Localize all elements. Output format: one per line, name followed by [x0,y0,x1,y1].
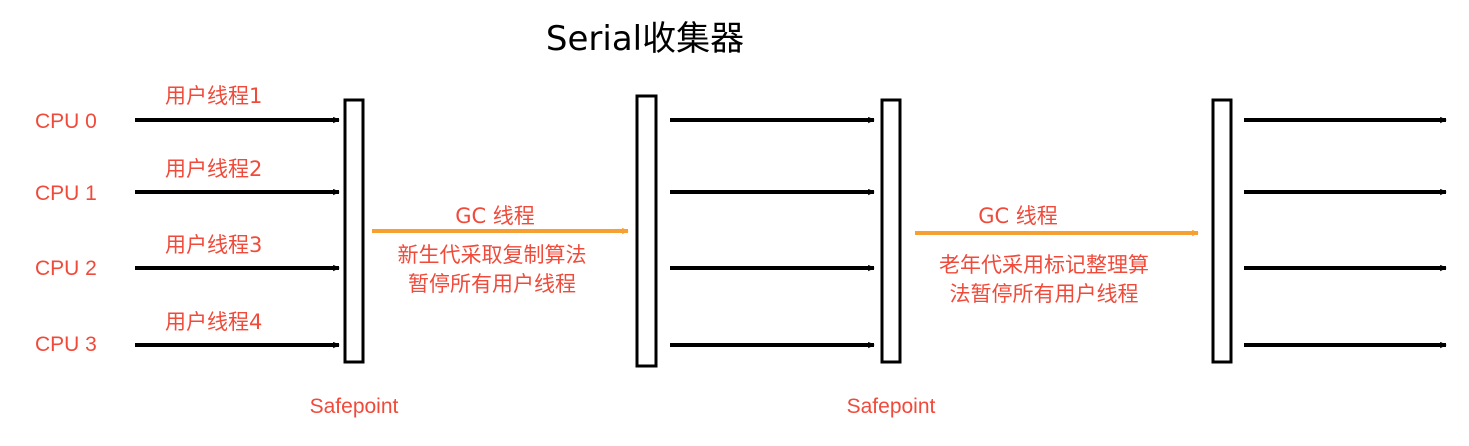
user-thread-label-4: 用户线程4 [165,310,262,334]
cpu-label-0: CPU 0 [35,110,97,133]
cpu-label-3: CPU 3 [35,333,97,356]
gc-young-desc-line2: 暂停所有用户线程 [408,272,576,296]
safepoint-bar-2 [880,98,902,364]
gc-end-bar-1 [635,94,658,368]
gc-end-bar-2 [1211,98,1233,364]
gc-young-desc-line1: 新生代采取复制算法 [398,243,587,267]
user-thread-arrows-phase-1 [135,116,340,349]
diagram-title: Serial收集器 [546,19,744,59]
gc-old-desc-line1: 老年代采用标记整理算 [939,253,1149,277]
cpu-label-1: CPU 1 [35,182,97,205]
cpu-label-2: CPU 2 [35,257,97,280]
user-thread-arrows-phase-3 [1244,116,1447,349]
gc-thread-label-young: GC 线程 [455,204,535,228]
user-thread-arrows-phase-2 [670,116,875,349]
safepoint-bar-1 [343,98,365,364]
gc-thread-label-old: GC 线程 [978,204,1058,228]
user-thread-label-2: 用户线程2 [165,157,262,181]
safepoint-label-2: Safepoint [847,395,936,418]
gc-old-desc-line2: 法暂停所有用户线程 [950,282,1139,306]
user-thread-label-1: 用户线程1 [165,84,262,108]
user-thread-label-3: 用户线程3 [165,233,262,257]
safepoint-label-1: Safepoint [310,395,399,418]
